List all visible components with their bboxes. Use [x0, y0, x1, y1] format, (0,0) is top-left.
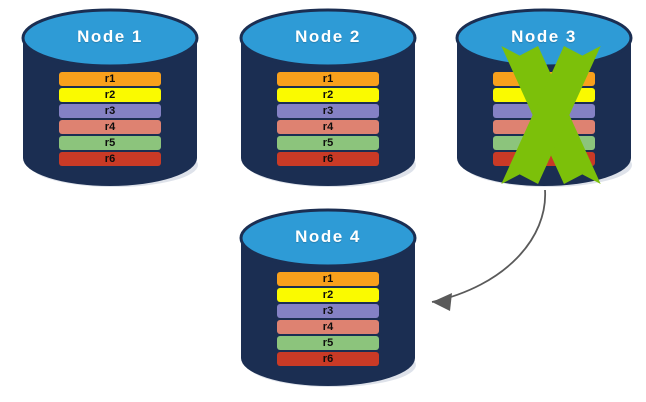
node-2-row-r3[interactable]: r3: [277, 104, 379, 118]
node-1-row-r6-label: r6: [104, 152, 116, 165]
node-3-row-r6-label: r6: [538, 152, 550, 165]
node-3-rows: r1 r2 r3 r4 r5 r6: [456, 72, 632, 166]
node-2-row-r1[interactable]: r1: [277, 72, 379, 86]
node-2-row-r4[interactable]: r4: [277, 120, 379, 134]
node-4-row-r4[interactable]: r4: [277, 320, 379, 334]
node-1-row-r5[interactable]: r5: [59, 136, 161, 150]
node-1-row-r4[interactable]: r4: [59, 120, 161, 134]
node-4-row-r3-label: r3: [322, 304, 334, 317]
node-4-row-r5-label: r5: [322, 336, 334, 349]
node-1-row-r6[interactable]: r6: [59, 152, 161, 166]
node-3-row-r5-label: r5: [538, 136, 550, 149]
node-3-row-r3[interactable]: r3: [493, 104, 595, 118]
node-2-row-r4-label: r4: [322, 120, 334, 133]
node-1-row-r2[interactable]: r2: [59, 88, 161, 102]
node-4-row-r5[interactable]: r5: [277, 336, 379, 350]
node-3-top-disc: [455, 8, 633, 68]
node-2-row-r2-label: r2: [322, 88, 334, 101]
node-4-row-r3[interactable]: r3: [277, 304, 379, 318]
node-2-rows: r1 r2 r3 r4 r5 r6: [240, 72, 416, 166]
node-3-row-r6[interactable]: r6: [493, 152, 595, 166]
node-3-row-r2-label: r2: [538, 88, 550, 101]
node-3-row-r1-label: r1: [538, 72, 550, 85]
node-2-row-r1-label: r1: [322, 72, 334, 85]
node-2-row-r6[interactable]: r6: [277, 152, 379, 166]
node-4-row-r1[interactable]: r1: [277, 272, 379, 286]
node-4-row-r1-label: r1: [322, 272, 334, 285]
node-3-row-r5[interactable]: r5: [493, 136, 595, 150]
node-4-row-r4-label: r4: [322, 320, 334, 333]
node-3-row-r1[interactable]: r1: [493, 72, 595, 86]
node-2-top-disc: [239, 8, 417, 68]
node-1-row-r4-label: r4: [104, 120, 116, 133]
node-4-row-r6-label: r6: [322, 352, 334, 365]
node-3-row-r2[interactable]: r2: [493, 88, 595, 102]
node-4-row-r2-label: r2: [322, 288, 334, 301]
node-2-row-r6-label: r6: [322, 152, 334, 165]
node-1-row-r1[interactable]: r1: [59, 72, 161, 86]
node-1-row-r5-label: r5: [104, 136, 116, 149]
node-2-row-r3-label: r3: [322, 104, 334, 117]
node-1-row-r2-label: r2: [104, 88, 116, 101]
node-4-row-r2[interactable]: r2: [277, 288, 379, 302]
node-4-rows: r1 r2 r3 r4 r5 r6: [240, 272, 416, 366]
node-1-row-r1-label: r1: [104, 72, 116, 85]
node-1-row-r3-label: r3: [104, 104, 116, 117]
failover-arrow-head: [432, 293, 452, 311]
node-1-rows: r1 r2 r3 r4 r5 r6: [22, 72, 198, 166]
node-3-row-r4[interactable]: r4: [493, 120, 595, 134]
node-3-row-r4-label: r4: [538, 120, 550, 133]
failover-arrow-line: [431, 189, 546, 303]
node-2-row-r5-label: r5: [322, 136, 334, 149]
node-3-row-r3-label: r3: [538, 104, 550, 117]
node-1-top-disc: [21, 8, 199, 68]
node-2-row-r2[interactable]: r2: [277, 88, 379, 102]
node-4-row-r6[interactable]: r6: [277, 352, 379, 366]
node-2-row-r5[interactable]: r5: [277, 136, 379, 150]
node-4-top-disc: [239, 208, 417, 268]
node-1-row-r3[interactable]: r3: [59, 104, 161, 118]
